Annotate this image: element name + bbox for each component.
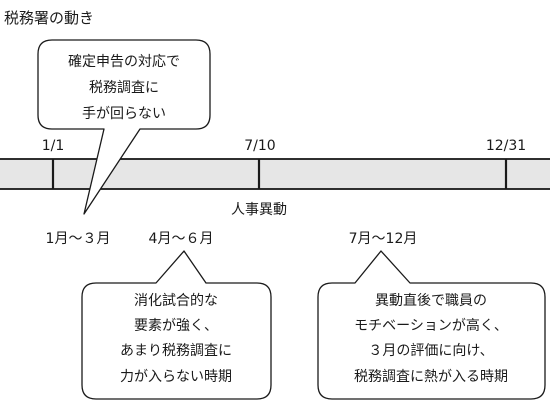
- timeline-bar: [0, 158, 550, 190]
- callout-jan-mar-line-3: 手が回らない: [82, 106, 166, 122]
- callout-jul-dec-line-4: 税務調査に熱が入る時期: [354, 369, 508, 385]
- diagram-title: 税務署の動き: [4, 9, 94, 27]
- callout-jan-mar-line-1: 確定申告の対応で: [68, 54, 180, 70]
- callout-jul-dec-line-1: 異動直後で職員の: [375, 292, 487, 309]
- callout-apr-jun-line-4: 力が入らない時期: [120, 369, 232, 385]
- period-label-jul-dec: 7月～12月: [349, 231, 418, 247]
- callout-bubble-jan-mar: [37, 39, 211, 215]
- callout-jan-mar-line-2: 税務調査に: [89, 80, 159, 96]
- period-label-apr-jun: 4月～６月: [149, 231, 214, 247]
- event-label-personnel-change: 人事異動: [231, 202, 287, 218]
- callout-bubble-jul-dec: [317, 250, 546, 400]
- callout-apr-jun-line-1: 消化試合的な: [134, 293, 218, 309]
- callout-jul-dec-line-2: モチベーションが高く、: [354, 317, 508, 334]
- tick-label-dec31: 12/31: [486, 138, 526, 154]
- callout-bubble-apr-jun: [81, 250, 272, 400]
- period-label-jan-mar: 1月～３月: [46, 231, 111, 247]
- callout-apr-jun-line-2: 要素が強く、: [134, 318, 218, 334]
- tick-label-jan1: 1/1: [42, 138, 65, 154]
- callout-apr-jun-line-3: あまり税務調査に: [120, 343, 232, 359]
- tick-label-jul10: 7/10: [244, 138, 275, 154]
- callout-jul-dec-line-3: ３月の評価に向け、: [368, 343, 493, 359]
